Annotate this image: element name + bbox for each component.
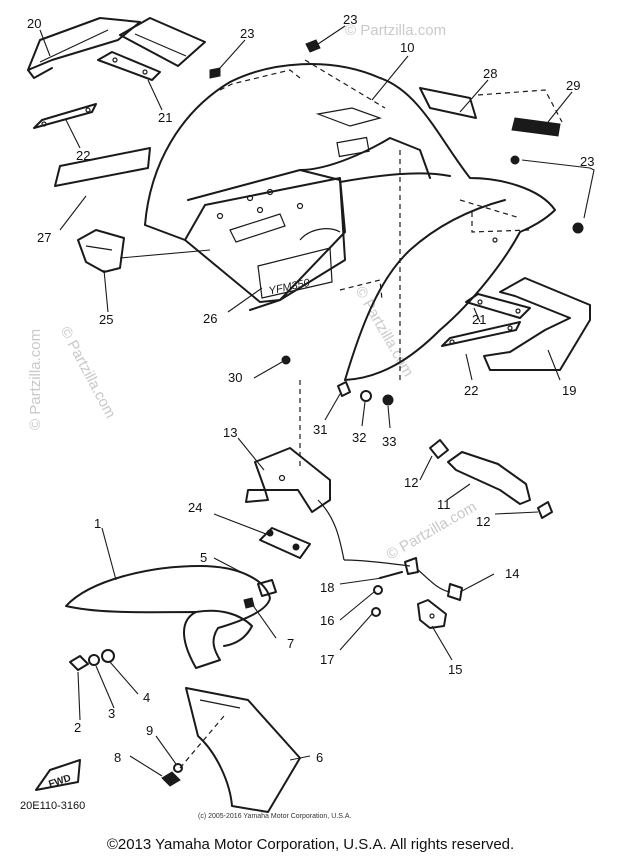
fwd-label: FWD	[47, 773, 72, 791]
part-30-nut	[281, 355, 291, 365]
part-33-nut	[382, 394, 394, 406]
callout-22-b: 22	[464, 383, 478, 398]
part-1-mudguard	[65, 565, 271, 669]
callout-21-a: 21	[158, 110, 172, 125]
part-21-top-plate	[119, 17, 206, 67]
callout-23-a: 23	[240, 26, 254, 41]
part-7-nut	[243, 597, 255, 609]
callout-4: 4	[143, 690, 150, 705]
part-26-side-decal: YFM350	[184, 177, 346, 303]
callout-3: 3	[108, 706, 115, 721]
callout-13: 13	[223, 425, 237, 440]
callout-numbers: 20 23 23 10 28 29 21 22 23 27 26 25 21 2…	[27, 12, 594, 765]
part-18-bolt	[379, 571, 403, 579]
part-3-washer	[88, 654, 100, 666]
callout-29: 29	[566, 78, 580, 93]
callout-21-b: 21	[472, 312, 486, 327]
callout-10: 10	[400, 40, 414, 55]
part-22-right-bar	[441, 321, 521, 347]
callout-23-c: 23	[580, 154, 594, 169]
part-32-washer	[360, 390, 372, 402]
fwd-arrow-icon: FWD	[35, 759, 81, 791]
part-15-bracket	[417, 599, 447, 629]
callout-31: 31	[313, 422, 327, 437]
callout-28: 28	[483, 66, 497, 81]
part-21-bracket	[97, 51, 161, 81]
callout-26: 26	[203, 311, 217, 326]
callout-8: 8	[114, 750, 121, 765]
part-14-wire-harness	[343, 557, 463, 601]
callout-2: 2	[74, 720, 81, 735]
watermark-vertical: © Partzilla.com	[27, 329, 44, 430]
callout-27: 27	[37, 230, 51, 245]
callout-9: 9	[146, 723, 153, 738]
part-20-grab-bar	[27, 17, 141, 79]
part-29-pad	[511, 117, 561, 137]
callout-23-b: 23	[343, 12, 357, 27]
part-11-bracket	[447, 451, 531, 505]
part-22-bar	[33, 103, 97, 129]
callout-20: 20	[27, 16, 41, 31]
diagram-code: 20E110-3160	[20, 800, 86, 812]
callout-19: 19	[562, 383, 576, 398]
part-17-washer	[371, 607, 381, 617]
callout-12-b: 12	[476, 514, 490, 529]
callout-5: 5	[200, 550, 207, 565]
watermark-low: © Partzilla.com	[384, 498, 480, 563]
callout-24: 24	[188, 500, 202, 515]
part-16-washer	[373, 585, 383, 595]
callout-14: 14	[505, 566, 519, 581]
part-19-grab-bar	[483, 277, 591, 371]
part-9-washer	[173, 763, 183, 773]
part-29-outline	[477, 89, 563, 123]
callout-30: 30	[228, 370, 242, 385]
part-31-grommet	[337, 381, 351, 397]
part-28-pad	[419, 87, 477, 119]
leader-lines	[39, 25, 595, 777]
callout-32: 32	[352, 430, 366, 445]
part-24-plate	[259, 527, 311, 559]
callout-33: 33	[382, 434, 396, 449]
part-25-tail-light	[77, 229, 125, 273]
callout-16: 16	[320, 613, 334, 628]
part-21-right-bracket	[465, 293, 531, 319]
callout-6: 6	[316, 750, 323, 765]
callout-17: 17	[320, 652, 334, 667]
part-12-grommet-b	[537, 501, 553, 519]
callout-15: 15	[448, 662, 462, 677]
part-10-rear-fender	[144, 59, 556, 470]
part-4-washer	[101, 649, 115, 663]
part-8-nut	[161, 771, 181, 787]
callout-7: 7	[287, 636, 294, 651]
part-5-bolt	[257, 579, 277, 597]
part-13-bracket	[245, 447, 345, 561]
watermark-vertical-2: © Partzilla.com	[56, 324, 118, 421]
callout-1: 1	[94, 516, 101, 531]
callout-22-a: 22	[76, 148, 90, 163]
callout-25: 25	[99, 312, 113, 327]
callout-18: 18	[320, 580, 334, 595]
part-2-nut	[69, 655, 89, 671]
part-27-decal	[54, 147, 151, 187]
part-23-bolts	[209, 39, 584, 234]
small-copyright: (c) 2005-2016 Yamaha Motor Corporation, …	[198, 813, 352, 820]
copyright-notice: ©2013 Yamaha Motor Corporation, U.S.A. A…	[106, 836, 515, 853]
callout-12-a: 12	[404, 475, 418, 490]
part-12-grommet-a	[429, 439, 449, 459]
watermark-top: © Partzilla.com	[345, 22, 446, 39]
callout-11: 11	[437, 497, 451, 512]
part-6-mud-flap	[185, 687, 301, 813]
